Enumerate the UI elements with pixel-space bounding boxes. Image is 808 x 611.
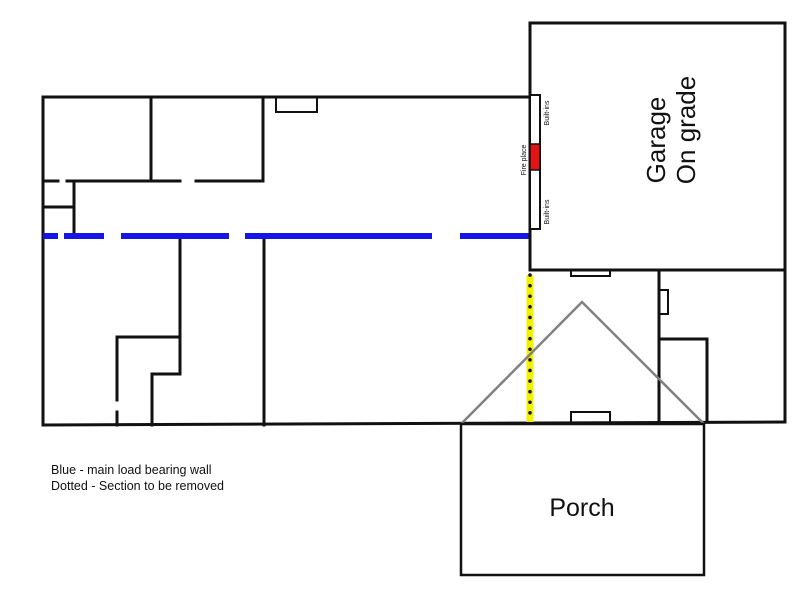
- garage-label-line1: Garage: [641, 97, 671, 184]
- fireplace-label: Fire place: [521, 145, 528, 176]
- window-bottom: [570, 411, 611, 422]
- window-top: [275, 97, 318, 113]
- builtins-top-label: Built-ins: [544, 100, 551, 125]
- interior-walls-lower-left: [115, 234, 266, 427]
- roof-line: [460, 300, 705, 425]
- garage-label-line2: On grade: [671, 76, 701, 184]
- fireplace-hearth: [529, 143, 541, 171]
- interior-walls-right: [657, 268, 709, 424]
- porch-label: Porch: [549, 494, 614, 522]
- window-middle: [570, 270, 611, 277]
- porch: [459, 422, 706, 577]
- legend: Blue - main load bearing wall Dotted - S…: [51, 462, 224, 494]
- fireplace-wall: [529, 94, 541, 230]
- legend-blue: Blue - main load bearing wall: [51, 463, 212, 477]
- house-outline: [41, 95, 787, 427]
- interior-walls-upper-left: [41, 95, 265, 238]
- legend-dotted: Dotted - Section to be removed: [51, 479, 225, 493]
- door-right: [660, 289, 669, 315]
- builtins-bottom-label: Built-ins: [544, 199, 551, 224]
